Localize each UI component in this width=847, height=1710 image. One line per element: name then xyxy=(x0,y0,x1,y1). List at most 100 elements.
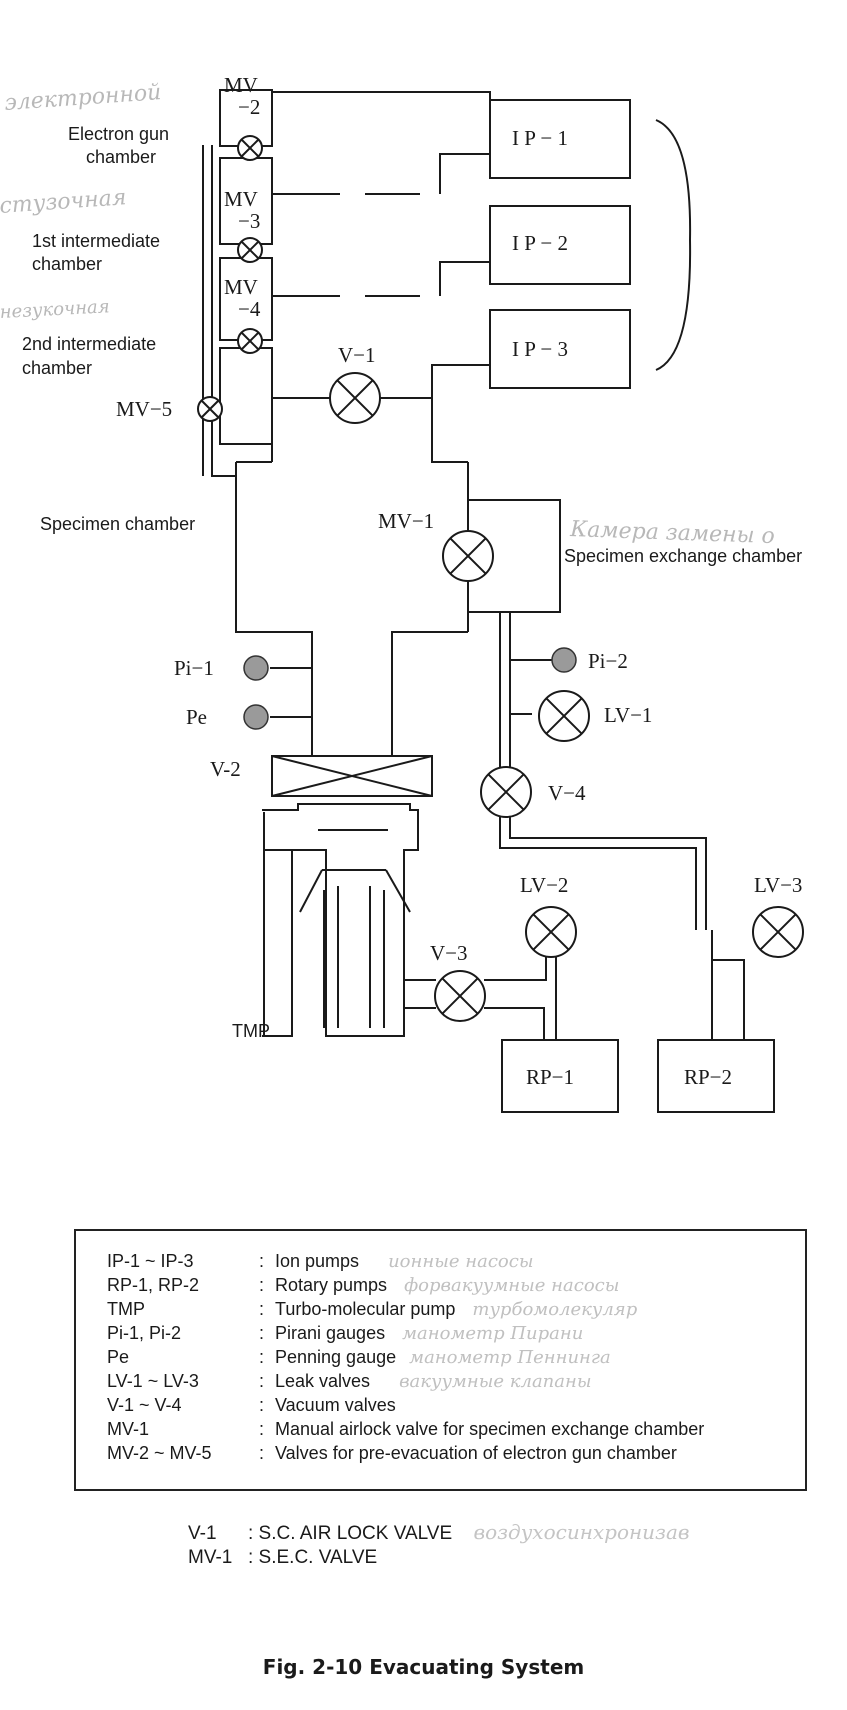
rp2-label: RP−2 xyxy=(684,1065,732,1089)
legend-handwritten-note: манометр Пеннинга xyxy=(409,1347,611,1368)
legend-separator: : xyxy=(259,1371,265,1391)
legend-separator: : xyxy=(259,1395,265,1415)
legend-row: MV-1: Manual airlock valve for specimen e… xyxy=(107,1417,704,1441)
ion-pump-1: I P − 1 xyxy=(489,99,631,179)
legend-key: LV-1 ~ LV-3 xyxy=(107,1371,199,1391)
figure-caption: Fig. 2-10 Evacuating System xyxy=(262,1655,585,1679)
mv3-label-a: MV xyxy=(224,187,258,211)
first-intermediate-chamber xyxy=(219,157,273,245)
specimen-chamber-label: Specimen chamber xyxy=(40,514,195,534)
note-key: V-1 xyxy=(188,1523,217,1544)
legend-row: LV-1 ~ LV-3: Leak valves вакуумные клапан… xyxy=(107,1369,592,1393)
lv1-label: LV−1 xyxy=(604,703,652,727)
electron-gun-label-2: chamber xyxy=(86,147,156,167)
ip3-label: I P − 3 xyxy=(512,337,568,361)
legend-handwritten-note: турбомолекуляр xyxy=(472,1299,638,1320)
legend-desc: Rotary pumps xyxy=(275,1275,388,1295)
legend-separator: : xyxy=(259,1419,265,1439)
lv2-valve xyxy=(525,906,577,958)
legend-row: IP-1 ~ IP-3:Ion pumps ионные насосы xyxy=(107,1249,534,1273)
rp1-label: RP−1 xyxy=(526,1065,574,1089)
lv3-pipe xyxy=(711,930,745,1041)
legend-desc: Leak valves xyxy=(275,1371,371,1391)
mv4-label-b: −4 xyxy=(238,297,261,321)
v4-valve xyxy=(480,766,532,818)
legend-separator: : xyxy=(259,1323,265,1343)
gauge-lines-left xyxy=(270,667,312,718)
legend-key: TMP xyxy=(107,1299,145,1319)
note-row: V-1 : S.C. AIR LOCK VALVE воздухосинхрони… xyxy=(188,1519,690,1545)
legend-row: TMP:Turbo-molecular pump турбомолекуляр xyxy=(107,1297,637,1321)
v2-label: V-2 xyxy=(210,757,241,781)
specimen-exchange-chamber xyxy=(468,499,561,613)
legend-row: V-1 ~ V-4:Vacuum valves xyxy=(107,1393,396,1417)
v4-label: V−4 xyxy=(548,781,586,805)
v2-gate-valve xyxy=(271,755,433,797)
tmp-label: TMP xyxy=(232,1021,270,1041)
mv3-valve xyxy=(237,237,263,263)
mv1-label: MV−1 xyxy=(378,509,434,533)
lv3-valve xyxy=(752,906,804,958)
first-intermediate-label-1: 1st intermediate xyxy=(32,231,160,251)
lv2-label: LV−2 xyxy=(520,873,568,897)
ion-pump-3: I P − 3 xyxy=(489,309,631,389)
handwritten-note-3: незукочная xyxy=(0,296,110,323)
v3-label: V−3 xyxy=(430,941,468,965)
mv4-valve xyxy=(237,328,263,354)
legend-separator: : xyxy=(259,1251,265,1271)
legend-desc: Ion pumps xyxy=(275,1251,360,1271)
mv2-valve xyxy=(237,135,263,161)
penning-gauge xyxy=(243,704,269,730)
legend-handwritten-note: вакуумные клапаны xyxy=(399,1371,592,1392)
pe-label: Pe xyxy=(186,705,207,729)
mv3-label-b: −3 xyxy=(238,209,260,233)
handwritten-note-1: электронной xyxy=(4,80,162,116)
legend-row: MV-2 ~ MV-5: Valves for pre-evacuation of… xyxy=(107,1441,677,1465)
pi2-label: Pi−2 xyxy=(588,649,628,673)
legend-box: IP-1 ~ IP-3:Ion pumps ионные насосы RP-1… xyxy=(74,1229,807,1491)
legend-key: MV-1 xyxy=(107,1419,150,1439)
specimen-chamber xyxy=(235,461,469,758)
handwritten-note-2: стузочная xyxy=(0,185,127,219)
legend-separator: : xyxy=(259,1299,265,1319)
mv2-label-a: MV xyxy=(224,73,258,97)
note-desc: : S.C. AIR LOCK VALVE xyxy=(248,1523,453,1544)
ion-pump-bracket xyxy=(655,119,692,371)
mv5-label: MV−5 xyxy=(116,397,172,421)
note-desc: : S.E.C. VALVE xyxy=(248,1547,378,1568)
mv5-valve xyxy=(197,396,223,422)
legend-row: RP-1, RP-2:Rotary pumps форвакуумные нас… xyxy=(107,1273,619,1297)
pipes-to-ion-pumps xyxy=(271,90,491,399)
notes-handwritten: воздухосинхронизав xyxy=(473,1520,690,1544)
note-row: MV-1: S.E.C. VALVE xyxy=(188,1545,690,1571)
lv1-valve xyxy=(538,690,590,742)
pirani-gauge-2 xyxy=(551,647,577,673)
legend-desc: Valves for pre-evacuation of electron gu… xyxy=(275,1443,677,1463)
legend-key: RP-1, RP-2 xyxy=(107,1275,200,1295)
electron-gun-label-1: Electron gun xyxy=(68,124,169,144)
rotary-pump-1: RP−1 xyxy=(501,1039,619,1113)
legend-key: Pe xyxy=(107,1347,130,1367)
legend-key: MV-2 ~ MV-5 xyxy=(107,1443,212,1463)
second-intermediate-label-2: chamber xyxy=(22,358,92,378)
ip2-label: I P − 2 xyxy=(512,231,568,255)
ion-pump-2: I P − 2 xyxy=(489,205,631,285)
specimen-exchange-chamber-label: Specimen exchange chamber xyxy=(564,546,802,566)
mv1-valve xyxy=(442,530,494,582)
lv3-label: LV−3 xyxy=(754,873,802,897)
tmp-foreline xyxy=(404,952,557,1052)
second-intermediate-label-1: 2nd intermediate xyxy=(22,334,156,354)
legend-desc: Pirani gauges xyxy=(275,1323,386,1343)
legend-separator: : xyxy=(259,1443,265,1463)
legend-desc: Manual airlock valve for specimen exchan… xyxy=(275,1419,705,1439)
legend-separator: : xyxy=(259,1347,265,1367)
legend-key: V-1 ~ V-4 xyxy=(107,1395,182,1415)
pirani-gauge-1 xyxy=(243,655,269,681)
pi1-label: Pi−1 xyxy=(174,656,214,680)
valve-notes: V-1 : S.C. AIR LOCK VALVE воздухосинхрони… xyxy=(188,1519,690,1571)
evacuating-system-diagram: электронной стузочная незукочная Камера … xyxy=(0,73,804,1113)
rotary-pump-2: RP−2 xyxy=(657,1039,775,1113)
mv4-label-a: MV xyxy=(224,275,258,299)
legend-key: Pi-1, Pi-2 xyxy=(107,1323,182,1343)
ip1-label: I P − 1 xyxy=(512,126,568,150)
